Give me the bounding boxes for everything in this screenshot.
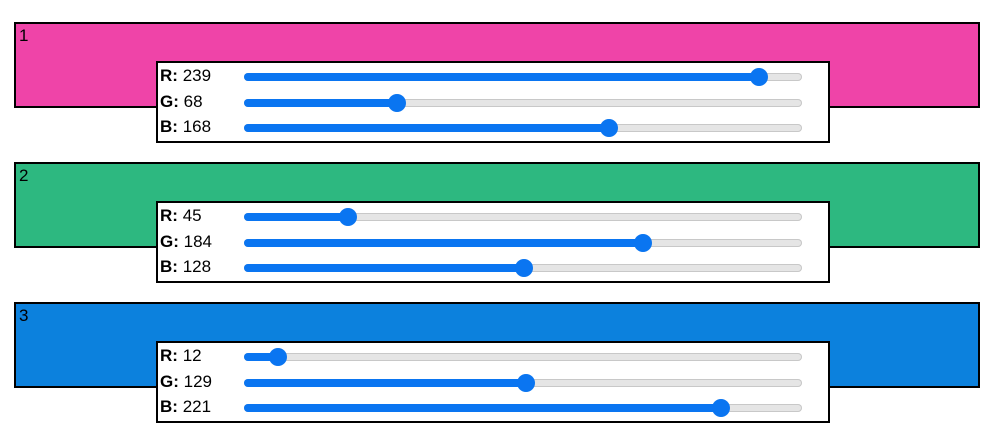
rgb-panel-3: R: 12 G: 129 B: 221 (156, 341, 830, 423)
red-slider[interactable] (244, 348, 802, 366)
slider-thumb[interactable] (339, 208, 358, 226)
channel-row-r: R: 239 (158, 64, 828, 89)
slider-fill (244, 124, 609, 132)
rgb-panel-1: R: 239 G: 68 B: 168 (156, 61, 830, 143)
red-slider[interactable] (244, 208, 802, 226)
channel-row-g: G: 184 (158, 230, 828, 255)
slider-thumb[interactable] (633, 234, 652, 252)
channel-label: B: 221 (160, 397, 212, 416)
channel-label: B: 168 (160, 117, 212, 136)
blue-slider[interactable] (244, 119, 802, 137)
channel-label: G: 184 (160, 232, 212, 251)
slider-thumb[interactable] (517, 374, 536, 392)
channel-row-b: B: 168 (158, 115, 828, 140)
channel-row-g: G: 129 (158, 370, 828, 395)
swatch-number: 1 (19, 26, 29, 45)
slider-thumb[interactable] (599, 119, 618, 137)
blue-slider[interactable] (244, 399, 802, 417)
channel-row-g: G: 68 (158, 90, 828, 115)
slider-fill (244, 379, 527, 387)
slider-track (244, 353, 802, 361)
channel-label: B: 128 (160, 257, 212, 276)
slider-fill (244, 73, 760, 81)
slider-thumb[interactable] (388, 94, 406, 112)
red-slider[interactable] (244, 68, 802, 86)
channel-row-b: B: 221 (158, 395, 828, 420)
swatch-number: 2 (19, 166, 29, 185)
channel-label: R: 239 (160, 66, 212, 85)
slider-fill (244, 404, 721, 412)
channel-label: G: 68 (160, 92, 203, 111)
slider-fill (244, 213, 349, 221)
green-slider[interactable] (244, 374, 802, 392)
slider-fill (244, 353, 279, 361)
channel-label: G: 129 (160, 372, 212, 391)
green-slider[interactable] (244, 234, 802, 252)
swatch-number: 3 (19, 306, 29, 325)
channel-label: R: 12 (160, 346, 202, 365)
slider-thumb[interactable] (750, 68, 769, 86)
slider-fill (244, 239, 643, 247)
rgb-panel-2: R: 45 G: 184 B: 128 (156, 201, 830, 283)
slider-thumb[interactable] (269, 348, 288, 366)
channel-row-b: B: 128 (158, 255, 828, 280)
channel-label: R: 45 (160, 206, 202, 225)
blue-slider[interactable] (244, 259, 802, 277)
slider-track (244, 99, 802, 107)
slider-track (244, 213, 802, 221)
channel-row-r: R: 12 (158, 344, 828, 369)
green-slider[interactable] (244, 94, 802, 112)
slider-fill (244, 264, 525, 272)
slider-thumb[interactable] (712, 399, 730, 417)
slider-thumb[interactable] (515, 259, 534, 277)
slider-fill (244, 99, 397, 107)
channel-row-r: R: 45 (158, 204, 828, 229)
